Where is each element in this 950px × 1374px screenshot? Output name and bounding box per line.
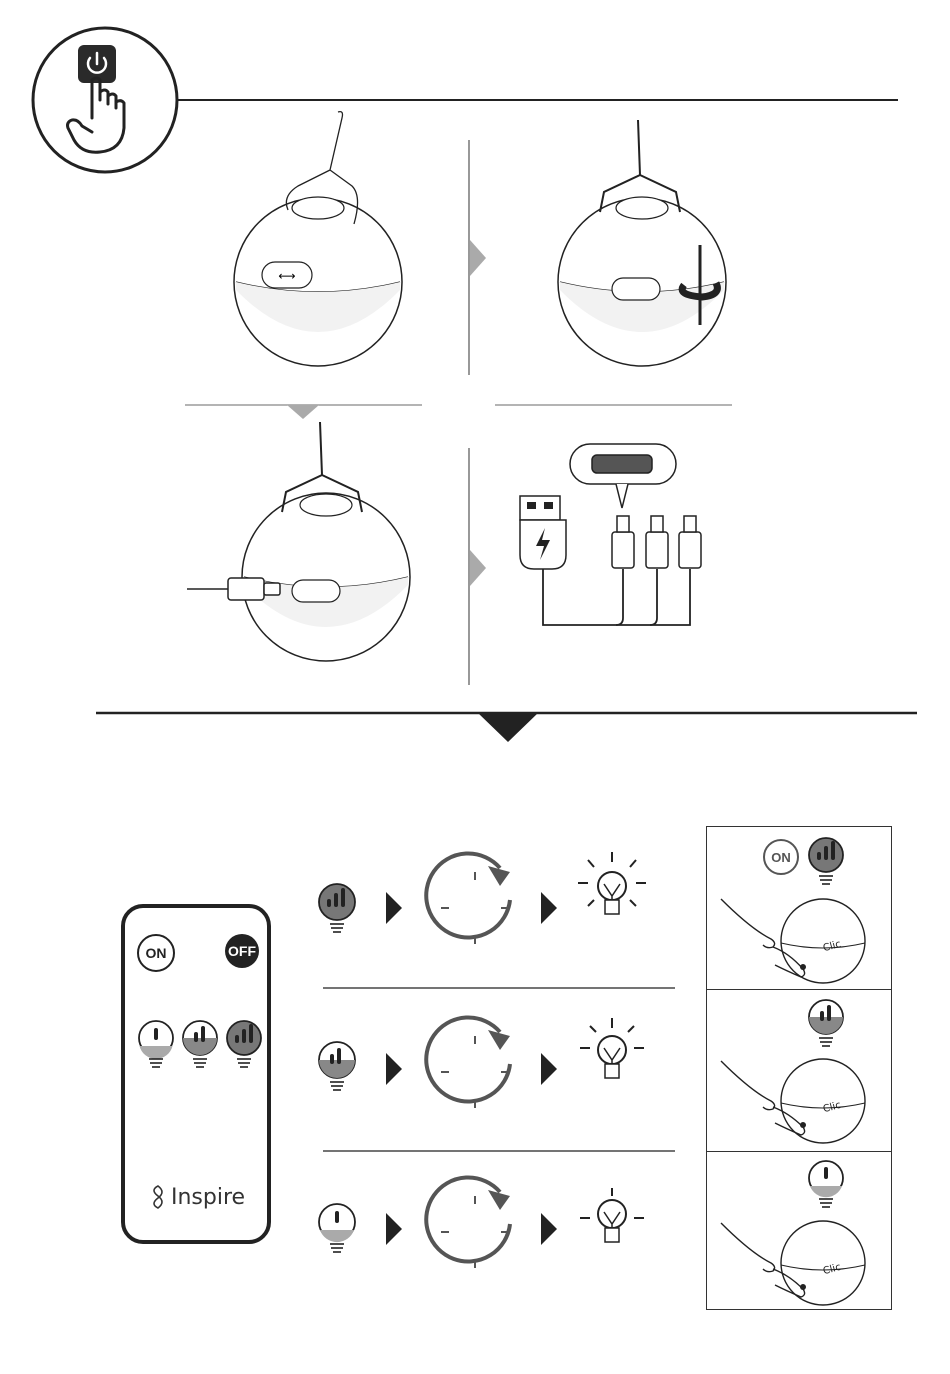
lamp-step-2 — [558, 120, 726, 366]
setup-steps-graphic: ⟷ — [0, 110, 950, 690]
lamp-step-3 — [187, 422, 410, 661]
timer-rows — [300, 840, 690, 1280]
timer-row-low — [319, 1177, 644, 1268]
brightness-high-button[interactable] — [227, 1021, 261, 1067]
remote-off-label: OFF — [228, 943, 256, 959]
usb-cable-illustration — [520, 444, 701, 625]
timer-row-medium — [319, 1017, 644, 1108]
remote-brightness-buttons — [135, 1016, 265, 1072]
brightness-medium-button[interactable] — [183, 1021, 217, 1067]
timer-row-high — [319, 852, 646, 944]
section-divider-arrow-icon — [0, 700, 950, 750]
remote-control: ON OFF Inspire — [121, 904, 271, 1244]
inspire-logo-icon — [147, 1184, 169, 1210]
lamp-step-1: ⟷ — [234, 112, 402, 366]
svg-text:⟷: ⟷ — [278, 269, 295, 283]
brand-name: Inspire — [171, 1185, 245, 1210]
remote-off-button[interactable]: OFF — [225, 934, 259, 968]
setup-steps: ⟷ — [0, 110, 950, 690]
brightness-low-button[interactable] — [139, 1021, 173, 1067]
section-divider — [0, 700, 950, 750]
remote-on-label: ON — [146, 945, 167, 961]
brand-logo: Inspire — [147, 1184, 245, 1210]
button-press-panel: ON Clic Clic Clic — [706, 826, 892, 1310]
remote-on-button[interactable]: ON — [137, 934, 175, 972]
panel-graphic — [707, 827, 891, 1309]
timer-rows-graphic — [300, 840, 690, 1280]
